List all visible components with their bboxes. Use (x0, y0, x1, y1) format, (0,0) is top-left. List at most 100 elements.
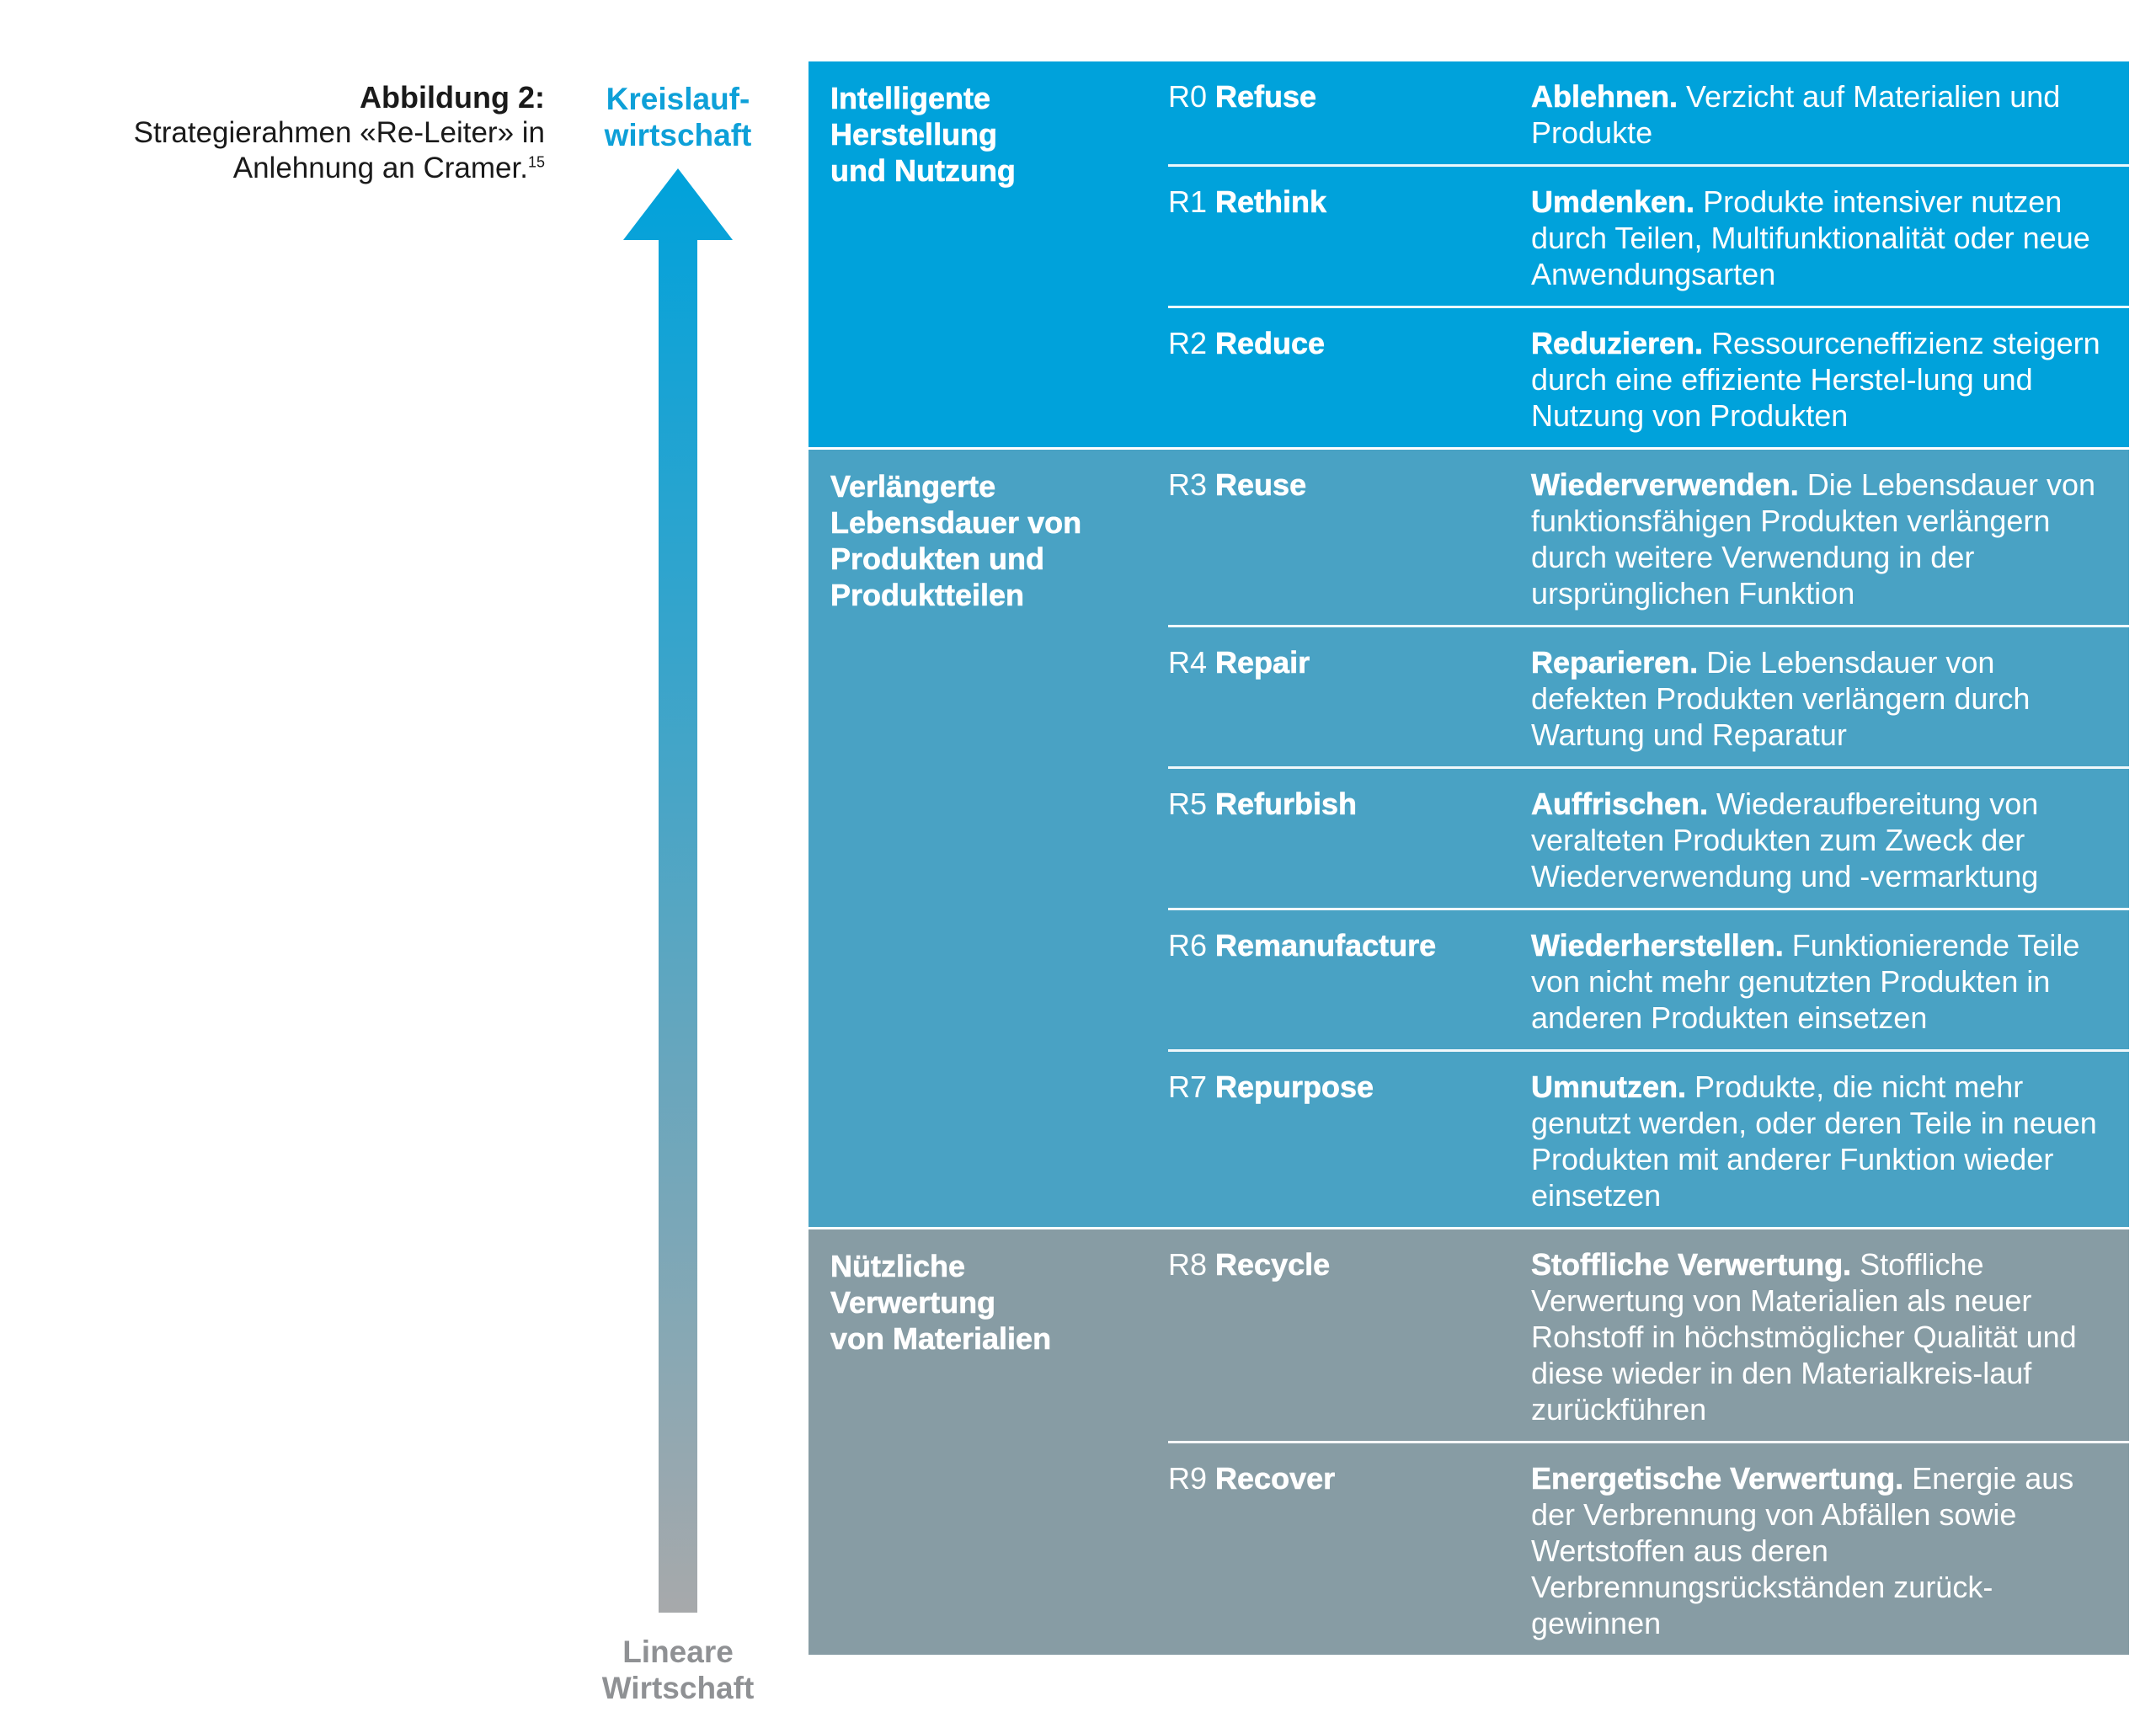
group-label-line: Lebensdauer von (830, 505, 1082, 541)
figure-caption: Abbildung 2: Strategierahmen «Re-Leiter»… (23, 80, 545, 186)
group-label-line: Nützliche (830, 1249, 966, 1284)
strategy-number: R6 (1168, 928, 1216, 963)
strategy-name: Rethink (1215, 184, 1327, 220)
strategy-code: R7 Repurpose (1168, 1069, 1531, 1213)
description-text: Produkte, die nicht mehr genutzt werden,… (1531, 1069, 2097, 1213)
description-heading: Ablehnen. (1531, 79, 1678, 115)
strategy-name: Repair (1215, 645, 1310, 680)
strategy-number: R4 (1168, 645, 1216, 680)
description-heading: Reparieren. (1531, 645, 1699, 680)
strategy-name: Recycle (1215, 1247, 1331, 1283)
strategy-code: R3 Reuse (1168, 467, 1531, 611)
strategy-code: R6 Remanufacture (1168, 927, 1531, 1036)
axis-bottom-line-2: Wirtschaft (601, 1671, 755, 1705)
group-label-line: Produktteilen (830, 578, 1025, 613)
strategy-description: Reparieren. Die Lebensdauer von defekten… (1531, 644, 2112, 753)
strategy-number: R2 (1168, 326, 1216, 360)
group-label-line: von Materialien (830, 1321, 1052, 1357)
description-heading: Umdenken. (1531, 184, 1695, 220)
strategy-code: R4 Repair (1168, 644, 1531, 753)
group-label-line: Verwertung (830, 1285, 996, 1320)
strategy-number: R1 (1168, 184, 1216, 219)
description-text: Produkte intensiver nutzen durch Teilen,… (1531, 184, 2090, 291)
strategy-code: R9 Recover (1168, 1460, 1531, 1641)
description-heading: Stoffliche Verwertung. (1531, 1247, 1852, 1283)
description-heading: Reduzieren. (1531, 326, 1704, 361)
caption-line-1: Strategierahmen «Re-Leiter» in (133, 116, 545, 149)
axis-bottom-line-1: Lineare (622, 1635, 734, 1669)
strategy-code: R1 Rethink (1168, 184, 1531, 292)
strategy-number: R7 (1168, 1069, 1216, 1104)
caption-line-2-text: Anlehnung an Cramer. (232, 152, 528, 184)
strategy-number: R9 (1168, 1461, 1216, 1496)
group-label-line: Herstellung (830, 117, 998, 152)
strategy-name: Reuse (1215, 467, 1307, 503)
caption-line-2: Anlehnung an Cramer.15 (23, 151, 545, 186)
strategy-name: Refurbish (1215, 787, 1358, 822)
strategy-number: R5 (1168, 787, 1216, 821)
strategy-code: R8 Recycle (1168, 1246, 1531, 1427)
description-text: Verzicht auf Materialien und Produkte (1531, 79, 2061, 150)
strategy-name: Remanufacture (1215, 928, 1437, 963)
description-text: Die Lebensdauer von defekten Produkten v… (1531, 645, 2031, 752)
group-label-line: Intelligente (830, 81, 991, 116)
gradient-arrow (623, 168, 733, 1613)
strategy-description: Ablehnen. Verzicht auf Materialien und P… (1531, 78, 2112, 151)
strategy-description: Reduzieren. Ressourceneffizienz steigern… (1531, 325, 2112, 434)
description-heading: Wiederherstellen. (1531, 928, 1784, 963)
strategy-description: Auffrischen. Wiederaufbereitung von vera… (1531, 786, 2112, 894)
caption-footnote: 15 (527, 153, 545, 171)
group-label-line: Verlängerte (830, 469, 996, 504)
strategy-description: Stoffliche Verwertung. Stoffliche Verwer… (1531, 1246, 2112, 1427)
strategy-code: R0 Refuse (1168, 78, 1531, 151)
strategy-description: Umnutzen. Produkte, die nicht mehr genut… (1531, 1069, 2112, 1213)
axis-top-line-2: wirtschaft (604, 118, 752, 152)
strategy-name: Recover (1215, 1461, 1336, 1496)
description-text: Die Lebensdauer von funktionsfähigen Pro… (1531, 467, 2096, 611)
description-text: Ressourceneffizienz steigern durch eine … (1531, 326, 2100, 433)
strategy-description: Umdenken. Produkte intensiver nutzen dur… (1531, 184, 2112, 292)
strategy-code: R2 Reduce (1168, 325, 1531, 434)
description-text: Wiederaufbereitung von veralteten Produk… (1531, 787, 2039, 893)
strategy-name: Reduce (1215, 326, 1326, 361)
description-heading: Umnutzen. (1531, 1069, 1687, 1105)
axis-bottom-label: Lineare Wirtschaft (581, 1634, 775, 1706)
arrow-shape (623, 168, 733, 1613)
description-text: Stoffliche Verwertung von Materialien al… (1531, 1247, 2077, 1427)
strategy-code: R5 Refurbish (1168, 786, 1531, 894)
description-heading: Energetische Verwertung. (1531, 1461, 1904, 1496)
strategy-number: R8 (1168, 1247, 1216, 1282)
strategy-description: Energetische Verwertung. Energie aus der… (1531, 1460, 2112, 1641)
strategy-name: Repurpose (1215, 1069, 1374, 1105)
description-heading: Wiederverwenden. (1531, 467, 1799, 503)
strategy-number: R3 (1168, 467, 1216, 502)
axis-top-line-1: Kreislauf- (606, 82, 750, 116)
description-heading: Auffrischen. (1531, 787, 1709, 822)
description-text: Energie aus der Verbrennung von Abfällen… (1531, 1461, 2074, 1640)
strategy-description: Wiederverwenden. Die Lebensdauer von fun… (1531, 467, 2112, 611)
caption-title: Abbildung 2: (360, 80, 545, 115)
axis-top-label: Kreislauf- wirtschaft (590, 81, 766, 153)
group-label-line: Produkten und (830, 541, 1045, 577)
strategy-number: R0 (1168, 79, 1216, 114)
